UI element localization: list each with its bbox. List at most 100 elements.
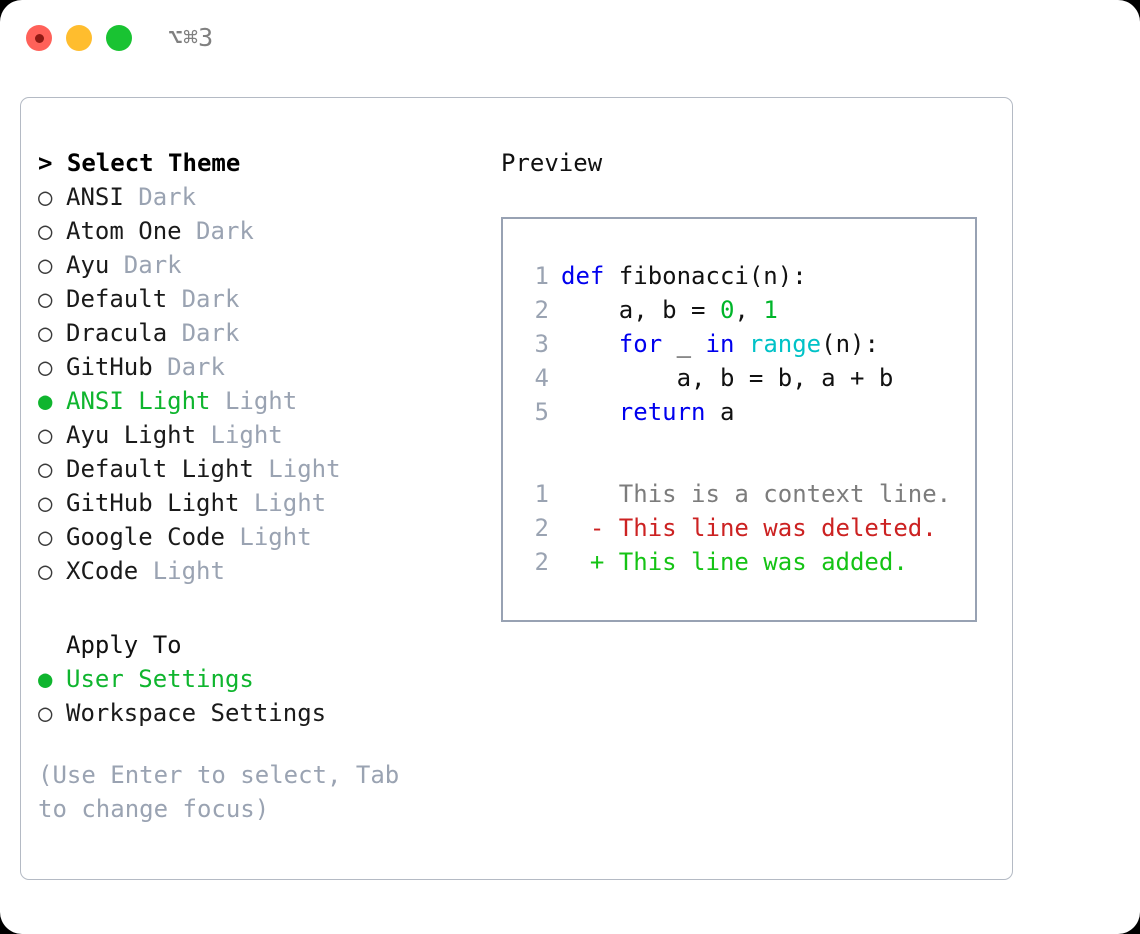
- code-token-punc: ,: [734, 296, 764, 324]
- theme-name-label: ANSI: [66, 183, 124, 211]
- code-token-kw: in: [705, 330, 735, 358]
- theme-option-github[interactable]: ○ GitHub Dark: [38, 350, 478, 384]
- apply-to-label: Workspace Settings: [66, 699, 327, 727]
- radio-unselected-icon: ○: [38, 699, 67, 727]
- diff-line-ctx: 1 This is a context line.: [521, 477, 975, 511]
- theme-name-label: Default: [66, 285, 168, 313]
- theme-option-default-light[interactable]: ○ Default Light Light: [38, 452, 478, 486]
- radio-selected-icon: ●: [38, 665, 67, 693]
- code-line-number: 1: [534, 262, 549, 290]
- code-token-id: [561, 398, 619, 426]
- radio-unselected-icon: ○: [38, 251, 67, 279]
- radio-unselected-icon: ○: [38, 353, 67, 381]
- radio-unselected-icon: ○: [38, 319, 67, 347]
- minimize-button-icon[interactable]: [66, 25, 92, 51]
- diff-line-number: 2: [534, 514, 549, 542]
- theme-option-xcode[interactable]: ○ XCode Light: [38, 554, 478, 588]
- theme-option-ayu-light[interactable]: ○ Ayu Light Light: [38, 418, 478, 452]
- theme-selector-column: > Select Theme ○ ANSI Dark○ Atom One Dar…: [38, 146, 478, 826]
- theme-variant-label: Dark: [109, 251, 182, 279]
- code-token-id: _: [662, 330, 706, 358]
- diff-spacer: [521, 429, 975, 477]
- radio-unselected-icon: ○: [38, 557, 67, 585]
- radio-unselected-icon: ○: [38, 421, 67, 449]
- radio-selected-icon: ●: [38, 387, 67, 415]
- apply-to-option-user-settings[interactable]: ● User Settings: [38, 662, 478, 696]
- code-token-punc: (n):: [748, 262, 807, 290]
- title-bar: ⌥⌘3: [0, 0, 1140, 76]
- theme-variant-label: Dark: [181, 217, 254, 245]
- code-line: 4 a, b = b, a + b: [521, 361, 975, 395]
- theme-name-label: GitHub Light: [66, 489, 240, 517]
- theme-name-label: Ayu Light: [66, 421, 197, 449]
- theme-name-label: Ayu: [66, 251, 110, 279]
- code-token-kw: for: [618, 330, 663, 358]
- apply-to-label: User Settings: [66, 665, 254, 693]
- theme-variant-label: Light: [253, 455, 341, 483]
- code-token-fn: range: [748, 330, 822, 358]
- radio-unselected-icon: ○: [38, 489, 67, 517]
- apply-to-heading: Apply To: [66, 631, 182, 659]
- keyboard-shortcut-label: ⌥⌘3: [168, 23, 214, 52]
- theme-variant-label: Dark: [152, 353, 225, 381]
- code-line-number: 5: [534, 398, 549, 426]
- code-token-id: a, b = b, a + b: [561, 364, 894, 392]
- maximize-button-icon[interactable]: [106, 25, 132, 51]
- theme-option-dracula[interactable]: ○ Dracula Dark: [38, 316, 478, 350]
- diff-line-number: 1: [534, 480, 549, 508]
- theme-option-ansi-light[interactable]: ● ANSI Light Light: [38, 384, 478, 418]
- radio-unselected-icon: ○: [38, 183, 67, 211]
- theme-name-label: XCode: [66, 557, 139, 585]
- theme-option-ansi[interactable]: ○ ANSI Dark: [38, 180, 478, 214]
- close-button-icon[interactable]: [26, 25, 52, 51]
- code-line-number: 4: [534, 364, 549, 392]
- theme-variant-label: Light: [138, 557, 225, 585]
- theme-name-label: Dracula: [66, 319, 168, 347]
- theme-variant-label: Dark: [123, 183, 197, 211]
- code-line: 5 return a: [521, 395, 975, 429]
- main-panel: > Select Theme ○ ANSI Dark○ Atom One Dar…: [20, 97, 1013, 880]
- code-token-punc: (n):: [821, 330, 879, 358]
- diff-line-text: - This line was deleted.: [561, 514, 937, 542]
- theme-name-label: GitHub: [66, 353, 153, 381]
- diff-line-text: This is a context line.: [561, 480, 952, 508]
- theme-option-github-light[interactable]: ○ GitHub Light Light: [38, 486, 478, 520]
- radio-unselected-icon: ○: [38, 285, 67, 313]
- apply-to-option-workspace-settings[interactable]: ○ Workspace Settings: [38, 696, 478, 730]
- code-line-number: 3: [534, 330, 549, 358]
- theme-variant-label: Dark: [167, 319, 240, 347]
- hint-spacer: [38, 730, 478, 758]
- radio-unselected-icon: ○: [38, 523, 67, 551]
- radio-unselected-icon: ○: [38, 455, 67, 483]
- theme-option-default[interactable]: ○ Default Dark: [38, 282, 478, 316]
- select-theme-heading: > Select Theme: [38, 149, 241, 177]
- theme-variant-label: Light: [196, 421, 283, 449]
- apply-to-list[interactable]: ● User Settings○ Workspace Settings: [38, 662, 478, 730]
- diff-line-text: + This line was added.: [561, 548, 908, 576]
- theme-variant-label: Light: [210, 387, 298, 415]
- theme-name-label: Atom One: [66, 217, 182, 245]
- code-token-id: [561, 330, 619, 358]
- preview-heading: Preview: [501, 149, 603, 177]
- code-token-kw: def: [561, 262, 605, 290]
- code-line: 2 a, b = 0, 1: [521, 293, 975, 327]
- code-token-id: [734, 330, 748, 358]
- theme-option-ayu[interactable]: ○ Ayu Dark: [38, 248, 478, 282]
- diff-line-del: 2 - This line was deleted.: [521, 511, 975, 545]
- section-spacer: [38, 588, 478, 628]
- theme-variant-label: Light: [224, 523, 312, 551]
- code-line-number: 2: [534, 296, 549, 324]
- theme-option-atom-one[interactable]: ○ Atom One Dark: [38, 214, 478, 248]
- theme-list[interactable]: ○ ANSI Dark○ Atom One Dark○ Ayu Dark○ De…: [38, 180, 478, 588]
- diff-line-number: 2: [534, 548, 549, 576]
- theme-option-google-code[interactable]: ○ Google Code Light: [38, 520, 478, 554]
- code-token-id: a, b =: [561, 296, 720, 324]
- theme-variant-label: Dark: [167, 285, 240, 313]
- diff-line-add: 2 + This line was added.: [521, 545, 975, 579]
- theme-name-label: Google Code: [66, 523, 225, 551]
